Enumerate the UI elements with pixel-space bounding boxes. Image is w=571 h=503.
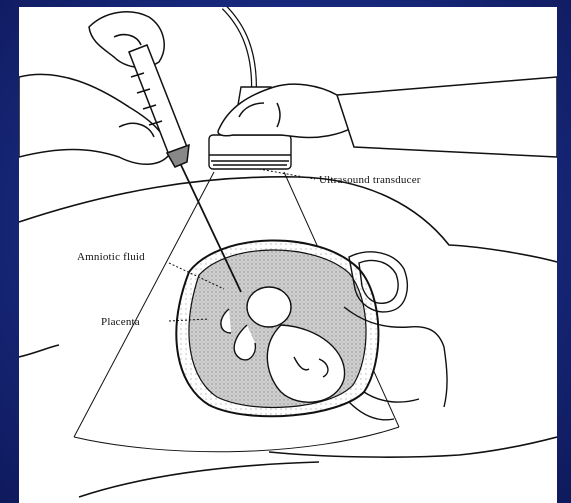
illustration-panel: Ultrasound transducer Amniotic fluid Pla… [19, 7, 557, 503]
label-ultrasound-transducer: Ultrasound transducer [319, 174, 421, 186]
label-placenta: Placenta [101, 316, 140, 328]
label-amniotic-fluid: Amniotic fluid [77, 251, 145, 263]
